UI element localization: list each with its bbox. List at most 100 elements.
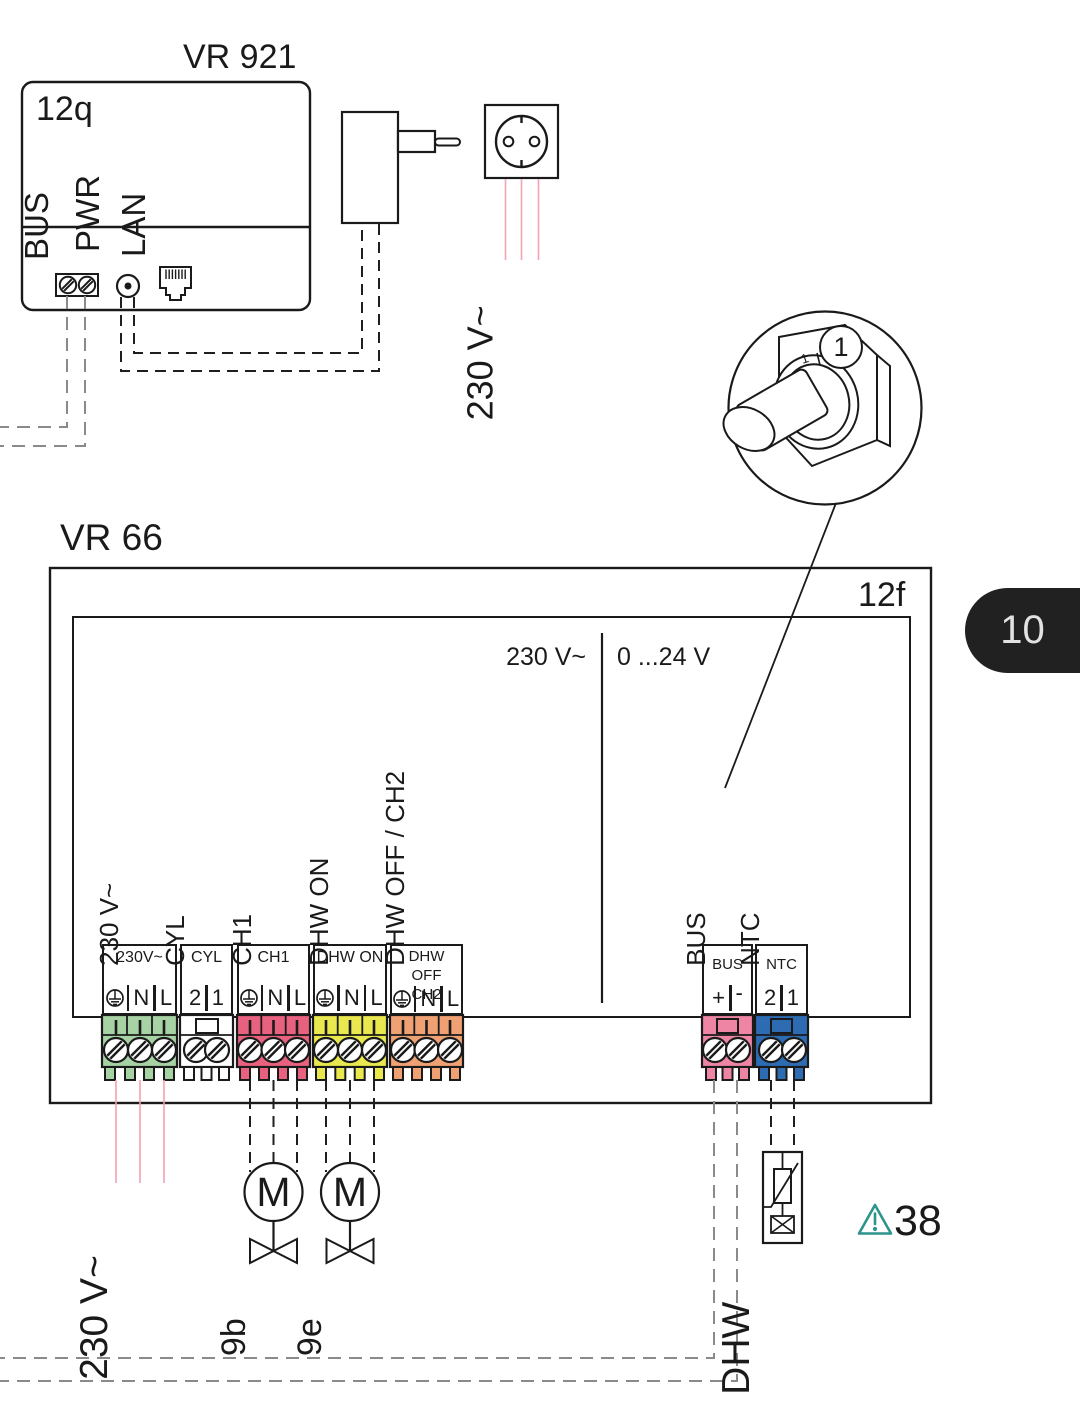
valve-9b-label: 9b [214, 1318, 253, 1357]
motor-9b-letter: M [256, 1168, 291, 1215]
terminal-block-dhw-on [311, 1013, 389, 1081]
terminal-box-bus-name: BUS [712, 956, 743, 973]
earth-icon [393, 990, 411, 1008]
pin-separator [440, 986, 443, 1012]
terminal-block-bus [700, 1013, 755, 1081]
pin-n: N [133, 985, 150, 1010]
motor-valve-9b-icon [243, 1161, 304, 1265]
zone-230v-label: 230 V~ [506, 643, 586, 671]
earth-icon [316, 989, 335, 1007]
terminal-box-dhw-on-name: DHW ON [316, 949, 384, 966]
earth-icon [106, 989, 124, 1007]
terminal-box-mains-name: 230V~ [116, 949, 163, 966]
vr921-bus-wires [0, 296, 86, 447]
terminal-box-ch2-name: CH2 [411, 985, 442, 1003]
vr921-bus-terminal-icon [55, 273, 99, 297]
page-number-tab: 10 [965, 588, 1080, 673]
terminal-box-ntc-name: NTC [766, 956, 797, 973]
pin-n: N [267, 985, 284, 1010]
terminal-box-cyl: CYL 2 1 [180, 944, 233, 1015]
motor-valve-9e-icon [319, 1161, 381, 1265]
warning-triangle-icon [857, 1203, 893, 1235]
dhw-sensor-label: DHW [715, 1301, 759, 1395]
terminal-box-dhw-off-ch2: DHW OFF CH2 N L [390, 944, 463, 1015]
pin-l: L [446, 986, 460, 1011]
pin-l: L [370, 985, 383, 1010]
wall-socket-icon [483, 103, 560, 180]
page-number: 10 [1000, 608, 1045, 652]
pin-separator [729, 985, 732, 1011]
pin-l: L [293, 985, 307, 1010]
power-adapter-icon [340, 110, 461, 225]
rotary-switch-knob-icon [722, 323, 891, 468]
pin-separator [780, 985, 783, 1011]
terminal-box-dhw-off-name: DHW OFF [408, 948, 445, 984]
zone-24v-label: 0 ...24 V [617, 643, 711, 671]
bus-wires [0, 1080, 738, 1382]
vr921-power-wires [120, 224, 380, 372]
terminal-block-cyl [178, 1013, 235, 1081]
vr921-ref: 12q [36, 90, 93, 128]
pin-1: 1 [786, 985, 799, 1010]
dhw-actuator-wires [325, 1080, 375, 1172]
vr66-box [48, 566, 933, 1105]
vr921-port-pwr-label: PWR [69, 174, 107, 252]
mains-voltage-label: 230 V~ [73, 1255, 117, 1380]
pin-separator [287, 985, 290, 1011]
mains-supply-lines [115, 1080, 165, 1183]
label-bus: BUS [681, 912, 712, 966]
ntc-sensor-wires [770, 1080, 795, 1152]
label-ch1: CH1 [227, 913, 258, 966]
socket-voltage-label: 230 V~ [459, 305, 501, 421]
pin-minus: - [735, 980, 743, 1005]
pin-separator [260, 985, 264, 1011]
vr921-pwr-jack-icon [115, 273, 141, 299]
vr921-port-bus-label: BUS [18, 192, 56, 260]
vr66-ref: 12f [858, 576, 906, 614]
pin-2: 2 [764, 985, 777, 1010]
pin-l: L [159, 985, 173, 1010]
motor-9e-letter: M [332, 1168, 368, 1215]
pin-n: N [343, 985, 360, 1010]
label-ntc: NTC [735, 912, 766, 966]
pin-separator [337, 985, 340, 1011]
terminal-block-ntc [753, 1013, 810, 1081]
label-mains: 230 V~ [94, 882, 125, 966]
label-dhw-off-ch2: DHW OFF / CH2 [380, 770, 411, 966]
pin-separator [205, 985, 208, 1011]
vr66-title: VR 66 [60, 517, 163, 558]
terminal-box-ch1-name: CH1 [257, 949, 290, 966]
terminal-box-bus: BUS + - [702, 944, 753, 1015]
dhw-sensor-icon [761, 1150, 804, 1245]
vr921-port-lan-label: LAN [115, 192, 153, 257]
terminal-box-cyl-name: CYL [190, 949, 223, 966]
vr921-title: VR 921 [183, 38, 297, 76]
pin-separator [363, 985, 367, 1011]
pin-separator [413, 986, 417, 1012]
address-switch-callout [722, 310, 923, 789]
terminal-box-ntc: NTC 2 1 [755, 944, 808, 1015]
terminal-box-mains: 230V~ N L [102, 944, 177, 1015]
pin-n: N [420, 986, 437, 1011]
note-number: 38 [894, 1197, 942, 1245]
label-cyl: CYL [160, 915, 191, 966]
valve-9e-label: 9e [290, 1318, 329, 1357]
pin-plus: + [712, 985, 726, 1010]
socket-mains-lines [504, 179, 540, 260]
vr921-lan-rj45-icon [159, 266, 192, 301]
terminal-block-dhw-off-ch2 [388, 1013, 465, 1081]
earth-icon [240, 989, 258, 1007]
pin-1: 1 [211, 985, 224, 1010]
vr921-box [20, 80, 312, 312]
label-dhw-on: DHW ON [304, 857, 335, 966]
pin-separator [153, 985, 156, 1011]
terminal-box-ch1: CH1 N L [237, 944, 310, 1015]
terminal-block-ch1 [235, 1013, 312, 1081]
ch1-actuator-wires [249, 1080, 298, 1172]
callout-number: 1 [833, 331, 849, 362]
terminal-box-dhw-on: DHW ON N L [313, 944, 387, 1015]
pin-separator [126, 985, 130, 1011]
pin-2: 2 [189, 985, 202, 1010]
